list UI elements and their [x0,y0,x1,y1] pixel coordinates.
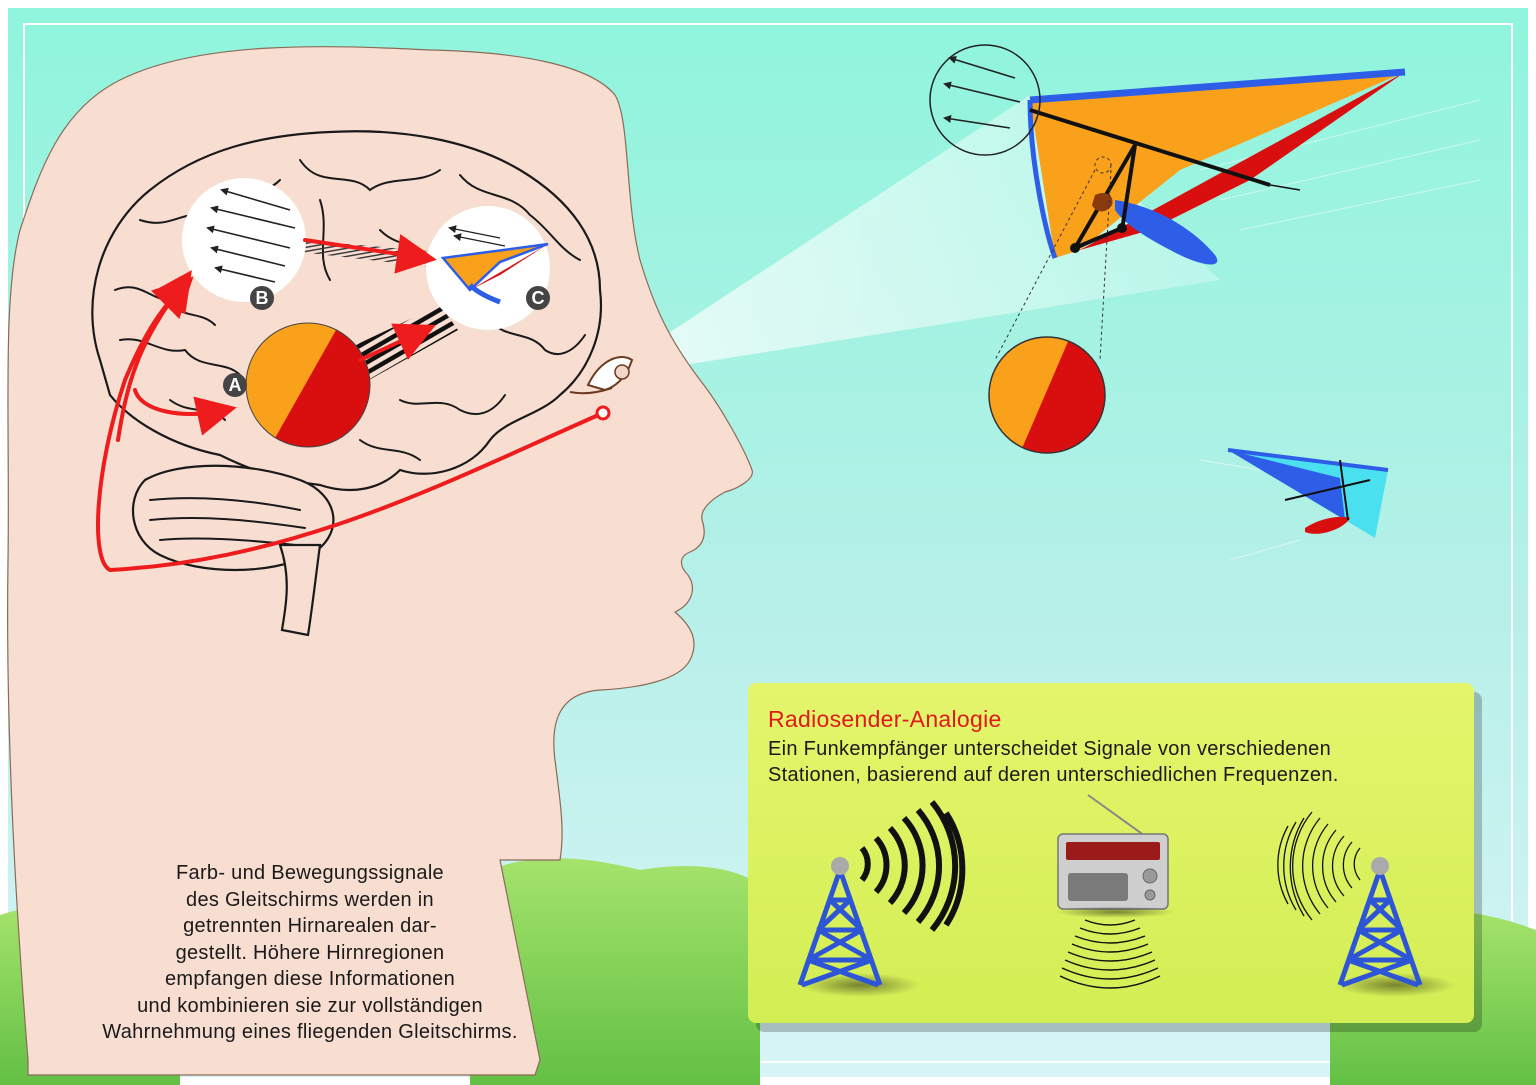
integration-area-bubble [426,206,550,330]
signal-origin-dot [595,405,611,421]
caption-line: Farb- und Bewegungssignale [176,862,444,884]
right-tower-waves [1277,811,1361,921]
color-detail-circle [989,337,1105,453]
left-radio-tower-icon [797,857,920,997]
marker-b: B [250,286,274,310]
svg-text:A: A [229,375,242,395]
motion-area-bubble [182,178,306,302]
caption-line: getrennten Hirnarealen dar- [183,915,437,937]
eye-icon [569,356,634,395]
small-hang-glider [1199,448,1389,561]
caption-line: gestellt. Höhere Hirnregionen [175,941,445,964]
analogy-description: Ein Funkempfänger unterscheidet Signale … [768,736,1339,788]
marker-c: C [526,286,550,310]
marker-a: A [223,373,247,397]
analogy-line: Stationen, basierend auf deren unterschi… [768,764,1339,786]
caption-line: Wahrnehmung eines fliegenden Gleitschirm… [102,1021,518,1043]
radio-receiver-waves [1059,919,1161,989]
color-detail-zoom-lines [994,156,1112,361]
brain-caption: Farb- und Bewegungssignale des Gleitschi… [40,860,580,1046]
color-area-circle [246,323,370,447]
svg-text:B: B [256,288,269,308]
analogy-line: Ein Funkempfänger unterscheidet Signale … [768,738,1331,760]
radio-receiver-icon [1055,794,1175,918]
left-tower-waves [859,800,966,932]
large-hang-glider [1027,68,1481,265]
caption-line: und kombinieren sie zur vollständigen [137,994,483,1017]
right-radio-tower-icon [1335,857,1455,997]
svg-text:C: C [532,288,545,308]
analogy-title: Radiosender-Analogie [768,706,1002,732]
motion-detail-circle [929,44,1041,156]
caption-line: des Gleitschirms werden in [186,888,434,911]
signal-arrows [96,234,605,573]
caption-line: empfangen diese Informationen [165,968,455,990]
